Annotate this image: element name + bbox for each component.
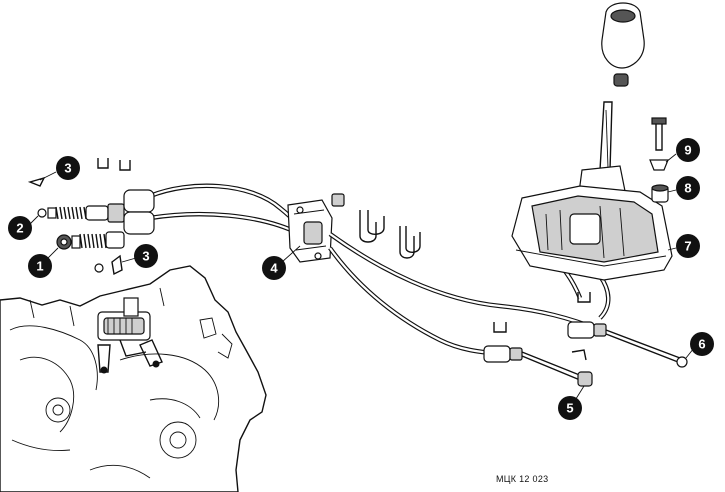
svg-text:5: 5 (566, 401, 573, 416)
selector-lever-mechanism (97, 297, 163, 374)
svg-text:9: 9 (684, 143, 691, 158)
callout-7: 7 (667, 234, 700, 258)
callout-1: 1 (28, 247, 59, 278)
callout-8: 8 (667, 176, 700, 200)
svg-text:4: 4 (270, 261, 278, 276)
cable-bracket (287, 199, 333, 263)
callout-2: 2 (8, 215, 39, 240)
gear-lever-housing (511, 185, 673, 281)
svg-text:3: 3 (64, 161, 71, 176)
shift-cables-upper (149, 183, 304, 237)
svg-text:8: 8 (684, 181, 691, 196)
svg-text:3: 3 (142, 249, 149, 264)
cable-end-lower (56, 211, 155, 250)
callout-6: 6 (685, 332, 714, 359)
svg-text:2: 2 (16, 221, 23, 236)
callout-9: 9 (665, 138, 700, 163)
gear-lever (577, 2, 645, 201)
callout-3-upper: 3 (39, 156, 80, 181)
callout-4: 4 (262, 245, 301, 280)
svg-text:1: 1 (36, 259, 43, 274)
svg-text:7: 7 (684, 239, 691, 254)
gearbox-housing (0, 265, 267, 492)
retaining-clips-left (27, 158, 131, 276)
svg-text:6: 6 (698, 337, 705, 352)
figure-code: МЦК 12 023 (496, 474, 549, 484)
callout-3-lower: 3 (121, 244, 158, 268)
cable-end-6 (567, 292, 688, 368)
bracket-parts (331, 193, 421, 259)
cable-end-5 (483, 322, 593, 387)
cable-end-upper (37, 189, 155, 223)
bushing-and-bolt (649, 117, 669, 203)
callout-5: 5 (558, 385, 585, 420)
